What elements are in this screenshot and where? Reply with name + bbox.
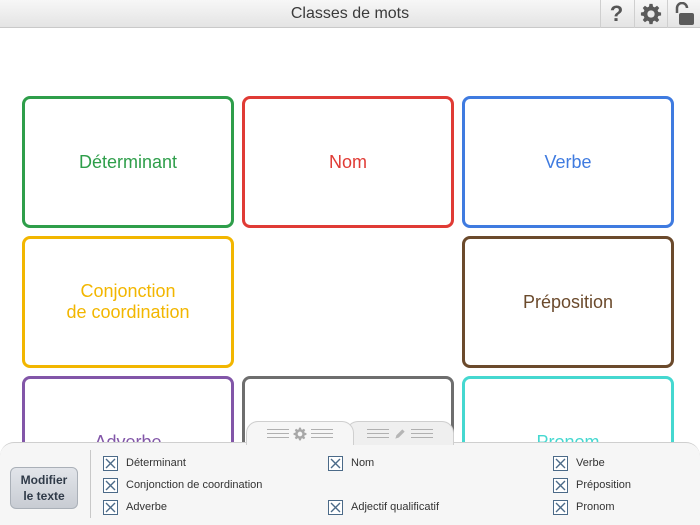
option-determinant[interactable]: Déterminant	[103, 455, 186, 471]
card-label: Nom	[328, 151, 367, 172]
option-verbe[interactable]: Verbe	[553, 455, 605, 471]
option-label: Verbe	[576, 457, 605, 469]
unlock-icon	[675, 2, 694, 25]
option-adjectif[interactable]: Adjectif qualificatif	[328, 499, 439, 515]
card-preposition[interactable]: Préposition	[462, 236, 674, 368]
gear-icon	[293, 427, 307, 440]
panel-tabs	[246, 421, 454, 445]
option-adverbe[interactable]: Adverbe	[103, 499, 167, 515]
option-label: Nom	[351, 457, 375, 469]
lines-decoration	[367, 429, 389, 438]
option-label: Adjectif qualificatif	[351, 501, 440, 513]
page-title: Classes de mots	[290, 5, 410, 22]
top-bar: Classes de mots ?	[0, 0, 700, 28]
lock-button[interactable]	[667, 0, 699, 28]
lines-decoration	[311, 429, 333, 438]
card-label: Verbe	[544, 151, 592, 172]
panel-divider	[90, 450, 91, 518]
option-label: Conjonction de coordination	[126, 479, 263, 491]
card-determinant[interactable]: Déterminant	[22, 96, 234, 228]
modify-text-button[interactable]: Modifier le texte	[10, 467, 78, 509]
card-label: Préposition	[522, 291, 614, 312]
card-verbe[interactable]: Verbe	[462, 96, 674, 228]
checkbox-checked-icon[interactable]	[553, 477, 568, 493]
option-label: Pronom	[576, 501, 615, 513]
checkbox-checked-icon[interactable]	[103, 455, 118, 471]
checkbox-checked-icon[interactable]	[103, 477, 118, 493]
checkbox-checked-icon[interactable]	[553, 455, 568, 471]
card-conjonction[interactable]: Conjonction de coordination	[22, 236, 234, 368]
lines-decoration	[411, 429, 433, 438]
option-label: Préposition	[576, 479, 632, 491]
tab-edit[interactable]	[346, 421, 454, 445]
option-pronom[interactable]: Pronom	[553, 499, 615, 515]
checkbox-checked-icon[interactable]	[103, 499, 118, 515]
option-nom[interactable]: Nom	[328, 455, 374, 471]
checkbox-checked-icon[interactable]	[328, 455, 343, 471]
question-icon: ?	[609, 1, 624, 26]
settings-button[interactable]	[634, 0, 666, 28]
pencil-icon	[395, 428, 405, 439]
card-nom[interactable]: Nom	[242, 96, 454, 228]
card-label: Conjonction de coordination	[66, 281, 190, 322]
option-preposition[interactable]: Préposition	[553, 477, 631, 493]
option-conjonction[interactable]: Conjonction de coordination	[103, 477, 262, 493]
option-label: Déterminant	[126, 457, 186, 469]
option-label: Adverbe	[126, 501, 167, 513]
modify-text-label: Modifier le texte	[20, 473, 68, 503]
card-label: Déterminant	[78, 151, 178, 172]
checkbox-checked-icon[interactable]	[328, 499, 343, 515]
gear-icon	[640, 3, 661, 25]
lines-decoration	[267, 429, 289, 438]
tab-settings[interactable]	[246, 421, 354, 445]
help-button[interactable]: ?	[600, 0, 632, 28]
checkbox-checked-icon[interactable]	[553, 499, 568, 515]
